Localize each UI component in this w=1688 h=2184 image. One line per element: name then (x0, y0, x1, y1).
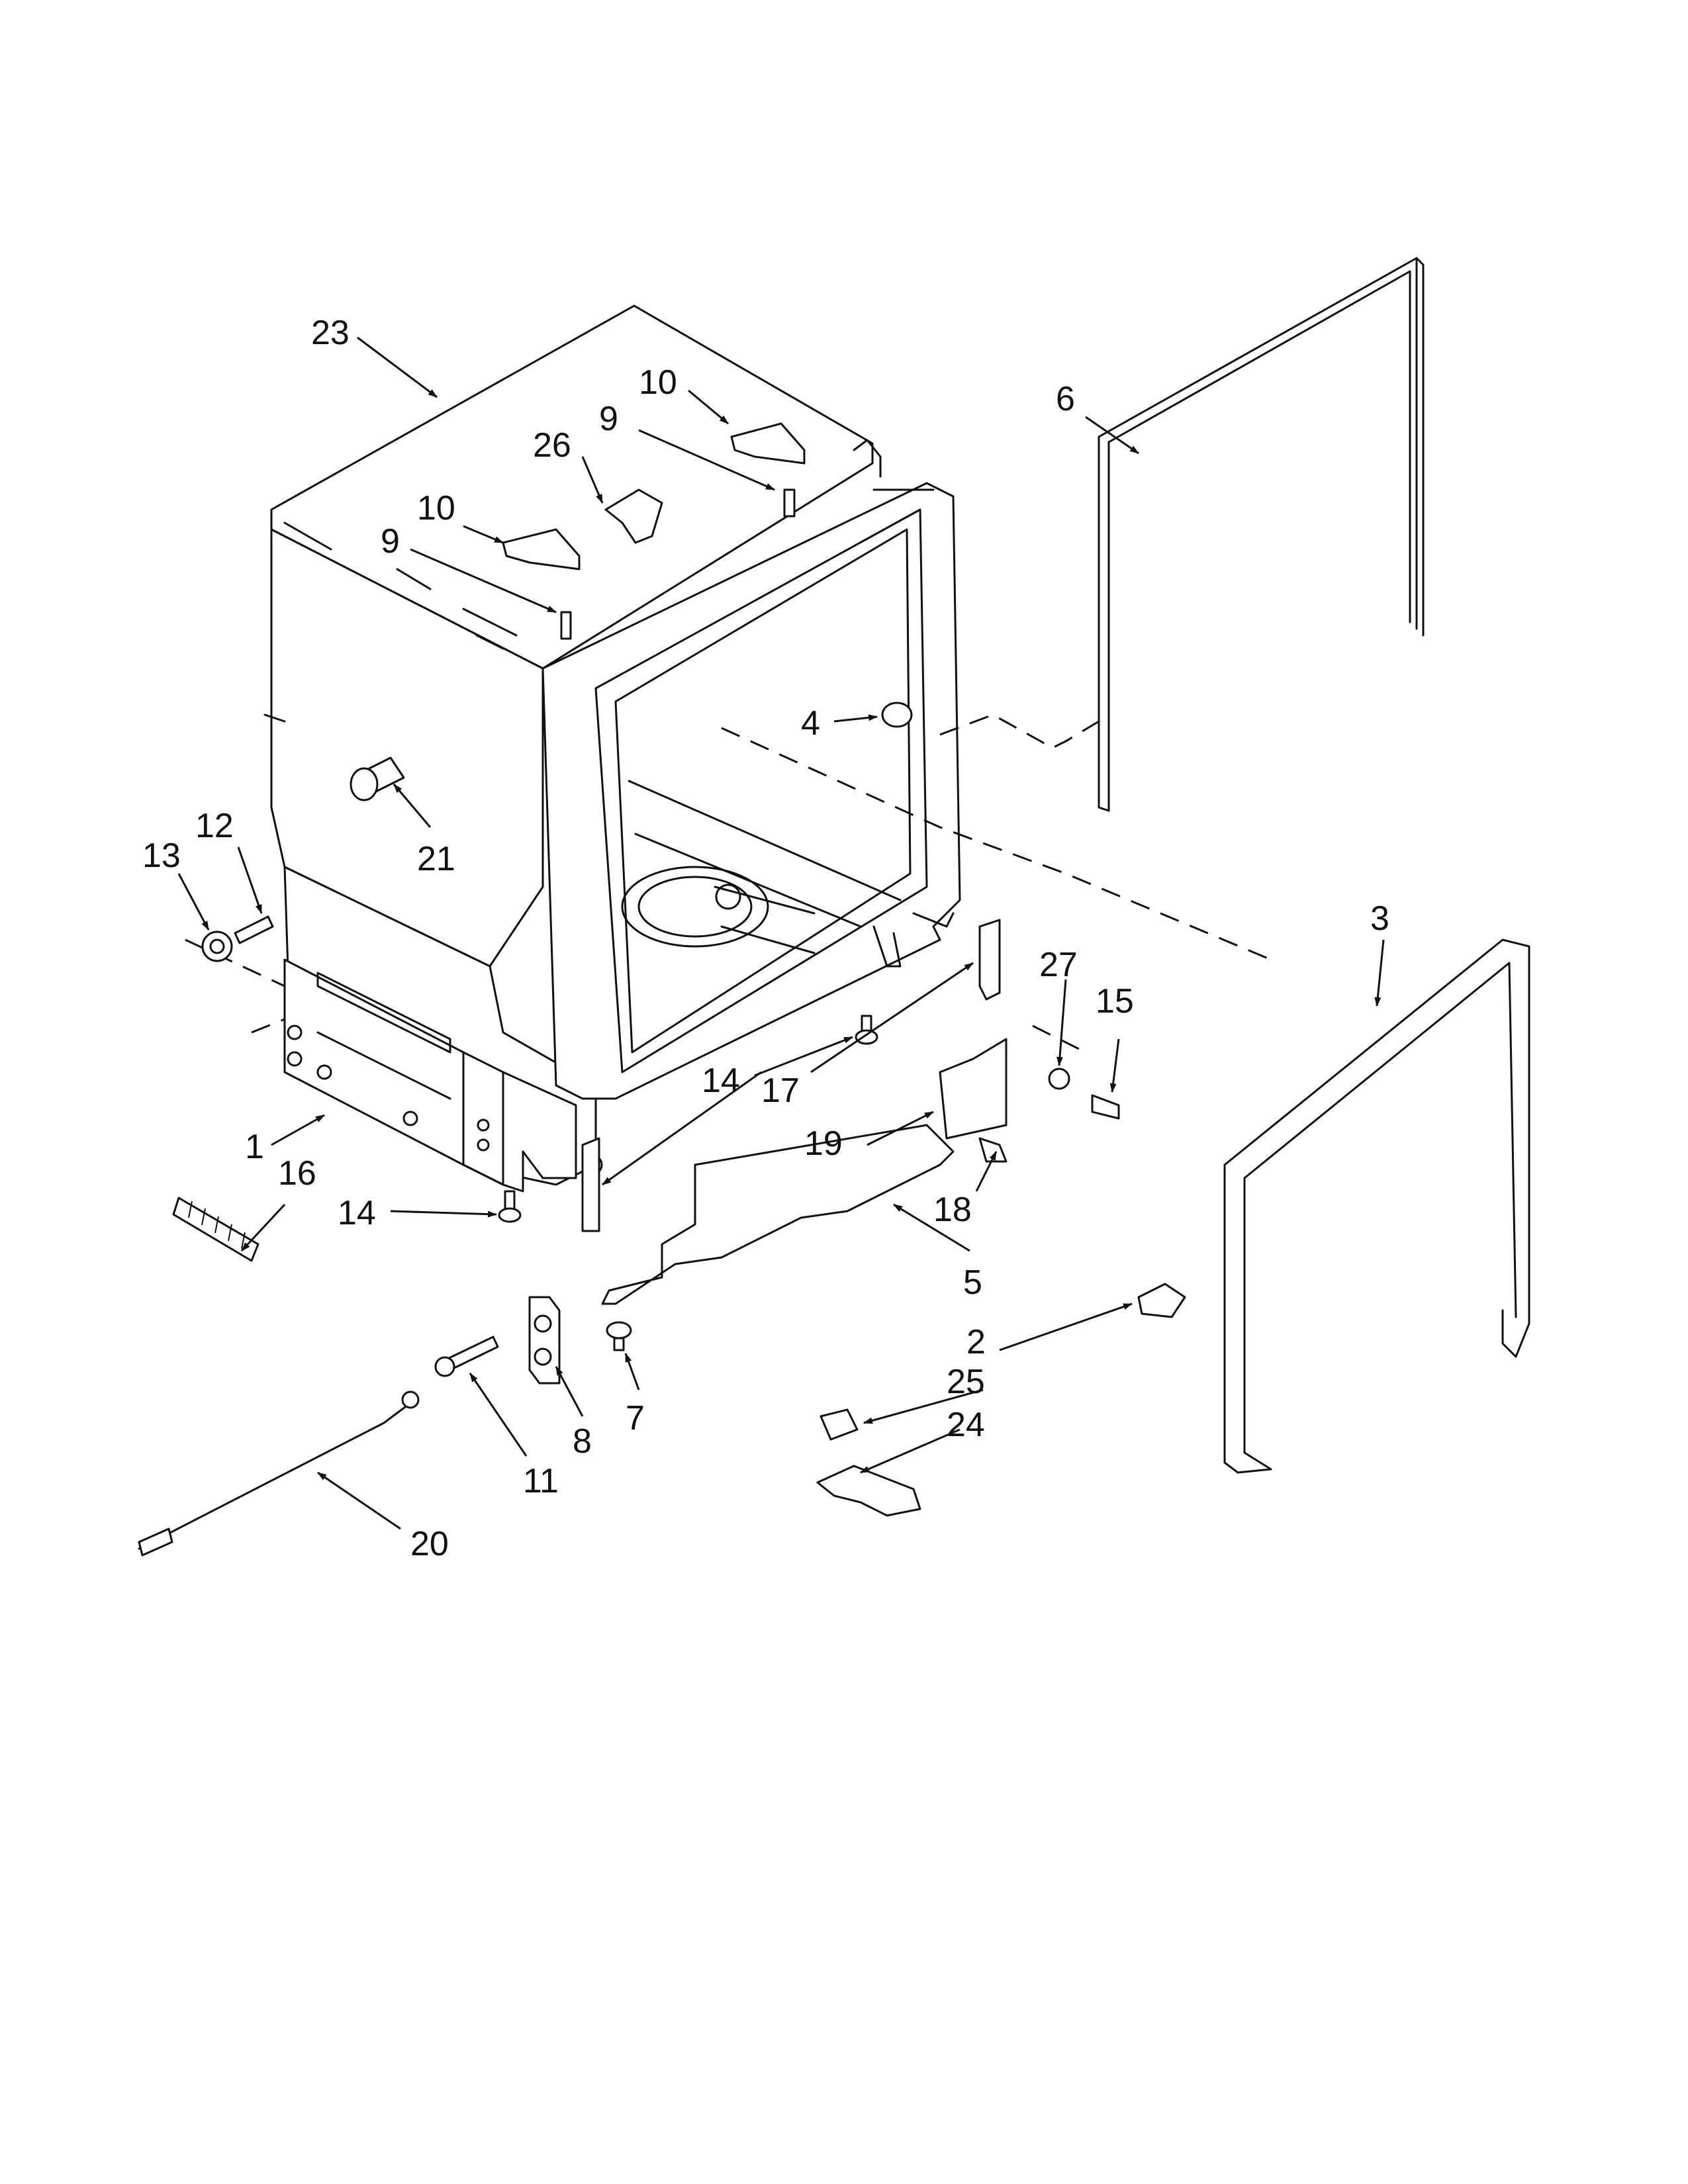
part-2-clip (1137, 1283, 1186, 1318)
part-3-door-seal (1223, 938, 1530, 1474)
part-24-bracket (816, 1465, 921, 1517)
callout-23: 23 (311, 314, 350, 352)
callout-10-rear: 10 (639, 363, 677, 402)
part-20-cable (138, 1402, 412, 1550)
callout-8: 8 (573, 1422, 592, 1461)
callout-27: 27 (1039, 946, 1078, 984)
part-8-hinge (528, 1296, 561, 1385)
callout-10-front: 10 (417, 489, 455, 527)
callout-14-lower: 14 (338, 1194, 376, 1232)
part-27-nut (1048, 1068, 1070, 1090)
alignment-line-rear (721, 727, 1272, 961)
callout-25: 25 (947, 1363, 985, 1401)
callout-6: 6 (1056, 380, 1075, 418)
callout-11: 11 (523, 1462, 559, 1500)
callout-19: 19 (804, 1124, 843, 1163)
leader-lines (177, 336, 1385, 1530)
callout-7: 7 (626, 1399, 645, 1437)
callout-1: 1 (245, 1128, 264, 1166)
callout-26: 26 (533, 426, 571, 465)
callout-18: 18 (933, 1191, 972, 1229)
part-13-wheel (201, 931, 233, 962)
part-6-gasket (1098, 257, 1425, 812)
callout-12: 12 (195, 807, 234, 845)
part-17-bracket-left (581, 1137, 600, 1232)
callout-3: 3 (1370, 899, 1389, 938)
part-12-screw (234, 915, 274, 944)
callout-5: 5 (963, 1263, 982, 1302)
part-10-bracket-front (502, 528, 581, 570)
part-19-shield (939, 1038, 1008, 1140)
part-26-clip (604, 488, 663, 544)
part-4-plug (881, 702, 913, 728)
callout-9-front: 9 (381, 522, 400, 561)
callout-21: 21 (417, 840, 455, 878)
alignment-line-right (1032, 1024, 1086, 1054)
part-5-panel (601, 1124, 955, 1305)
part-9-screw-rear (783, 488, 796, 518)
callout-20: 20 (410, 1525, 449, 1563)
alignment-line-left (185, 938, 285, 987)
callout-4: 4 (801, 704, 820, 743)
part-17-bracket-right (978, 919, 1001, 1001)
callout-17: 17 (761, 1071, 800, 1110)
callout-24: 24 (947, 1406, 985, 1444)
callout-2: 2 (966, 1323, 986, 1361)
part-7-foot (606, 1321, 632, 1340)
alignment-line-left-2 (251, 1018, 285, 1034)
callout-14-upper: 14 (702, 1062, 740, 1100)
part-9-screw-front (560, 611, 572, 640)
callout-13: 13 (142, 837, 181, 875)
alignment-line-door (939, 713, 1100, 749)
callout-labels: 23 10 9 26 10 9 6 4 21 12 13 3 27 15 14 … (142, 314, 1389, 1563)
callout-15: 15 (1096, 982, 1134, 1021)
callout-9-rear: 9 (599, 400, 618, 438)
part-10-bracket-rear (730, 422, 806, 465)
part-15-screw (1091, 1094, 1120, 1120)
part-18-screw (978, 1137, 1008, 1163)
base-assembly (283, 958, 577, 1193)
part-25-switch (820, 1408, 859, 1441)
callout-16: 16 (278, 1154, 316, 1193)
